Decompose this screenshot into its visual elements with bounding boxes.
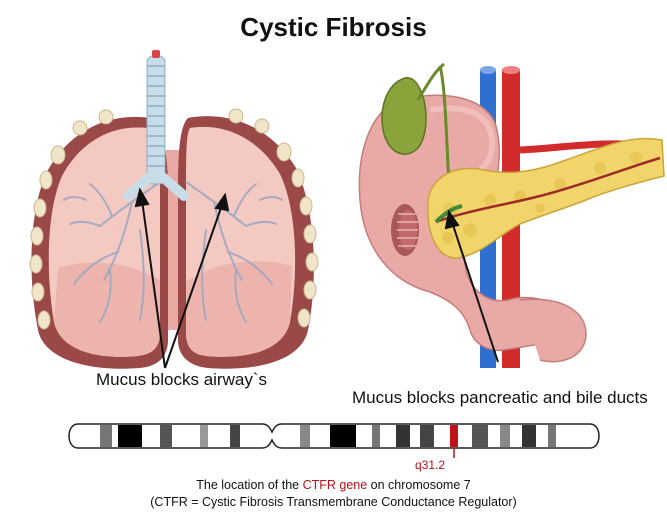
- lungs-illustration: [30, 50, 318, 369]
- caption-line-2: (CTFR = Cystic Fibrosis Transmembrane Co…: [0, 495, 667, 509]
- duodenum-opening: [391, 204, 419, 256]
- gallbladder: [382, 78, 426, 154]
- caption-line-1: The location of the CTFR gene on chromos…: [0, 478, 667, 492]
- chromosome-7-ideogram: [69, 424, 599, 458]
- pancreas-label: Mucus blocks pancreatic and bile ducts: [352, 388, 648, 408]
- lungs-label: Mucus blocks airway`s: [96, 370, 267, 390]
- caption-gene: CTFR gene: [303, 478, 368, 492]
- pancreas-illustration: [359, 64, 664, 368]
- caption-pre: The location of the: [196, 478, 302, 492]
- locus-label: q31.2: [410, 458, 450, 472]
- caption-post: on chromosome 7: [367, 478, 471, 492]
